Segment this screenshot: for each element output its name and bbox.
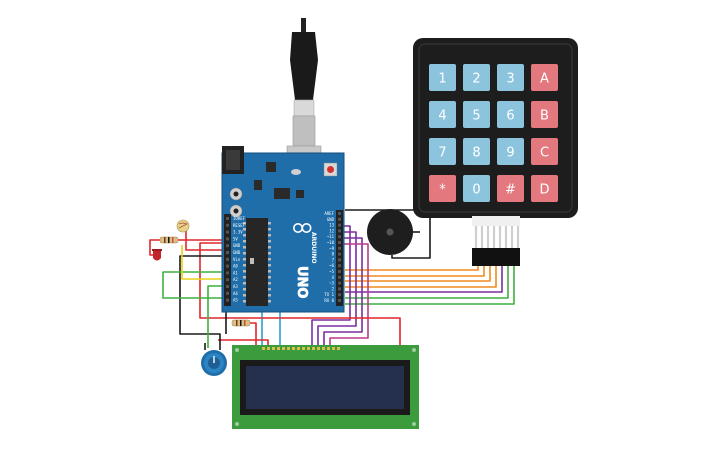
atmega-chip (246, 218, 268, 306)
arduino-pin-label: 13 (329, 223, 334, 228)
arduino-pin-label: A0 (233, 264, 238, 269)
keypad-key-7[interactable]: 7 (429, 138, 456, 165)
keypad-key-label: # (505, 183, 516, 198)
arduino-pin-label: A3 (233, 284, 238, 289)
arduino-pin-label: GND (327, 217, 335, 222)
wire (345, 266, 485, 277)
keypad-key-label: D (539, 183, 549, 198)
wire (329, 243, 369, 350)
keypad-key-label: 4 (438, 109, 446, 124)
keypad-key-2[interactable]: 2 (463, 64, 490, 91)
resistor (159, 236, 179, 244)
keypad-key-4[interactable]: 4 (429, 101, 456, 128)
arduino-pin-label: A1 (233, 270, 238, 275)
wire (207, 285, 226, 348)
arduino-pin-label: 8 (332, 252, 335, 257)
arduino-pin-label: AREF (324, 211, 334, 216)
wire (250, 322, 257, 350)
wire (345, 266, 479, 271)
wire (345, 266, 503, 293)
arduino-pin-label: ~10 (327, 240, 335, 245)
keypad-key-label: 6 (506, 109, 514, 124)
wire (185, 226, 226, 251)
usb-cable (286, 18, 322, 175)
arduino-pin-label: IOREF (233, 216, 246, 221)
arduino-pin-label: 3.3V (233, 230, 243, 235)
keypad-key-6[interactable]: 6 (497, 101, 524, 128)
keypad-key-D[interactable]: D (531, 175, 558, 202)
right-header (336, 210, 343, 306)
arduino-pin-label: TX 1 (324, 292, 334, 297)
wire (345, 209, 431, 259)
keypad-key-#[interactable]: # (497, 175, 524, 202)
arduino-pin-label: A4 (233, 291, 238, 296)
wire (162, 271, 226, 299)
wire (181, 245, 226, 280)
arduino-pin-label: GND (233, 250, 241, 255)
arduino-model-text: UNO (294, 266, 309, 299)
arduino-pin-label: A2 (233, 277, 238, 282)
keypad-connector (472, 248, 520, 266)
wire (317, 231, 357, 350)
wire (345, 266, 515, 305)
arduino-pin-label: GND (233, 243, 241, 248)
arduino-pin-label: RX 0 (324, 298, 334, 303)
keypad-key-5[interactable]: 5 (463, 101, 490, 128)
keypad-key-label: 5 (472, 109, 480, 124)
wire (323, 237, 363, 350)
keypad-key-8[interactable]: 8 (463, 138, 490, 165)
keypad-key-0[interactable]: 0 (463, 175, 490, 202)
arduino-pin-label: Vin (233, 257, 241, 262)
keypad-key-C[interactable]: C (531, 138, 558, 165)
keypad-key-9[interactable]: 9 (497, 138, 524, 165)
keypad-key-label: 9 (506, 146, 514, 161)
photoresistor (176, 219, 190, 233)
keypad-key-B[interactable]: B (531, 101, 558, 128)
keypad-key-label: 7 (438, 146, 446, 161)
wire (311, 225, 351, 350)
arduino-pin-label: 5V (233, 236, 238, 241)
arduino-pin-label: 4 (332, 275, 335, 280)
keypad-key-label: 3 (506, 72, 514, 87)
piezo-buzzer (367, 209, 413, 255)
ribbon-strip (472, 216, 520, 226)
keypad-key-label: B (540, 109, 549, 124)
keypad-4x4: 1 2 3 A 4 5 6 B 7 8 9 C * 0 # D (413, 38, 578, 266)
arduino-pin-label: A5 (233, 298, 238, 303)
keypad-key-label: 1 (438, 72, 446, 87)
wire (345, 266, 491, 282)
keypad-key-1[interactable]: 1 (429, 64, 456, 91)
arduino-pin-label: ~3 (329, 281, 334, 286)
arduino-pin-label: RESET (233, 223, 246, 228)
keypad-key-label: A (540, 72, 549, 87)
red-led (152, 249, 162, 261)
arduino-pin-label: 12 (329, 228, 334, 233)
wire (179, 255, 226, 350)
potentiometer (201, 350, 227, 376)
arduino-pin-label: 2 (332, 286, 335, 291)
arduino-pin-label: ~11 (327, 234, 335, 239)
keypad-key-label: C (540, 146, 549, 161)
keypad-key-label: 8 (472, 146, 480, 161)
keypad-key-*[interactable]: * (429, 175, 456, 202)
arduino-pin-label: ~5 (329, 269, 334, 274)
keypad-key-3[interactable]: 3 (497, 64, 524, 91)
keypad-key-A[interactable]: A (531, 64, 558, 91)
keypad-key-label: * (439, 183, 446, 198)
arduino-logo-icon (293, 223, 312, 233)
keypad-key-label: 0 (472, 183, 480, 198)
lcd-16x2 (232, 345, 419, 429)
wire (199, 242, 401, 350)
arduino-pin-label: ~6 (329, 263, 334, 268)
resistor (231, 319, 251, 327)
arduino-pin-label: ~9 (329, 246, 334, 251)
keypad-key-label: 2 (472, 72, 480, 87)
arduino-pin-label: 7 (332, 257, 335, 262)
wire (345, 266, 509, 299)
arduino-brand-text: ARDUINO (310, 232, 317, 263)
wire (345, 266, 497, 288)
